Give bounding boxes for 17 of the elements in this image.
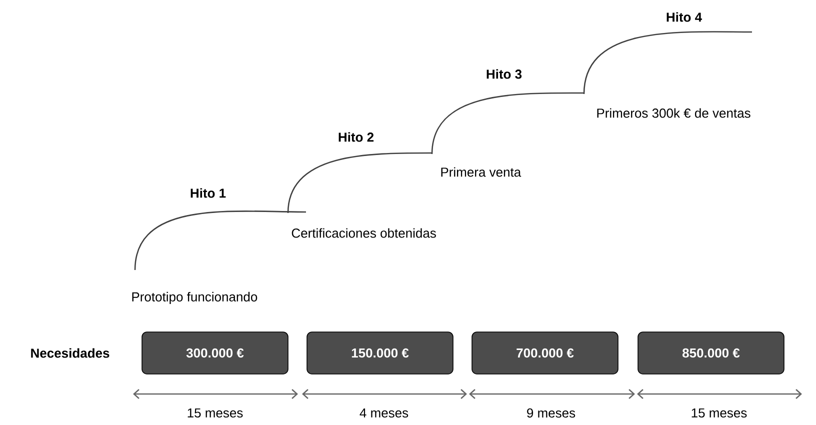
duration-label: 4 meses bbox=[360, 408, 408, 418]
row-label: Necesidades bbox=[31, 348, 110, 358]
duration-label: 15 meses bbox=[188, 408, 243, 418]
duration-label: 9 meses bbox=[527, 408, 576, 418]
amount-box: 850.000 € bbox=[638, 332, 784, 374]
amount-box: 700.000 € bbox=[472, 332, 618, 374]
milestone-description: Prototipo funcionando bbox=[132, 292, 258, 304]
duration-label: 15 meses bbox=[692, 408, 747, 418]
milestone-label: Hito 2 bbox=[338, 132, 374, 142]
milestone-description: Certificaciones obtenidas bbox=[292, 228, 436, 238]
amount-box: 150.000 € bbox=[306, 332, 454, 374]
milestone-label: Hito 1 bbox=[190, 188, 226, 198]
milestone-label: Hito 4 bbox=[666, 12, 702, 22]
amount-box: 300.000 € bbox=[142, 332, 288, 374]
milestone-description: Primeros 300k € de ventas bbox=[597, 108, 750, 118]
milestone-description: Primera venta bbox=[441, 167, 522, 177]
milestone-label: Hito 3 bbox=[486, 69, 522, 79]
